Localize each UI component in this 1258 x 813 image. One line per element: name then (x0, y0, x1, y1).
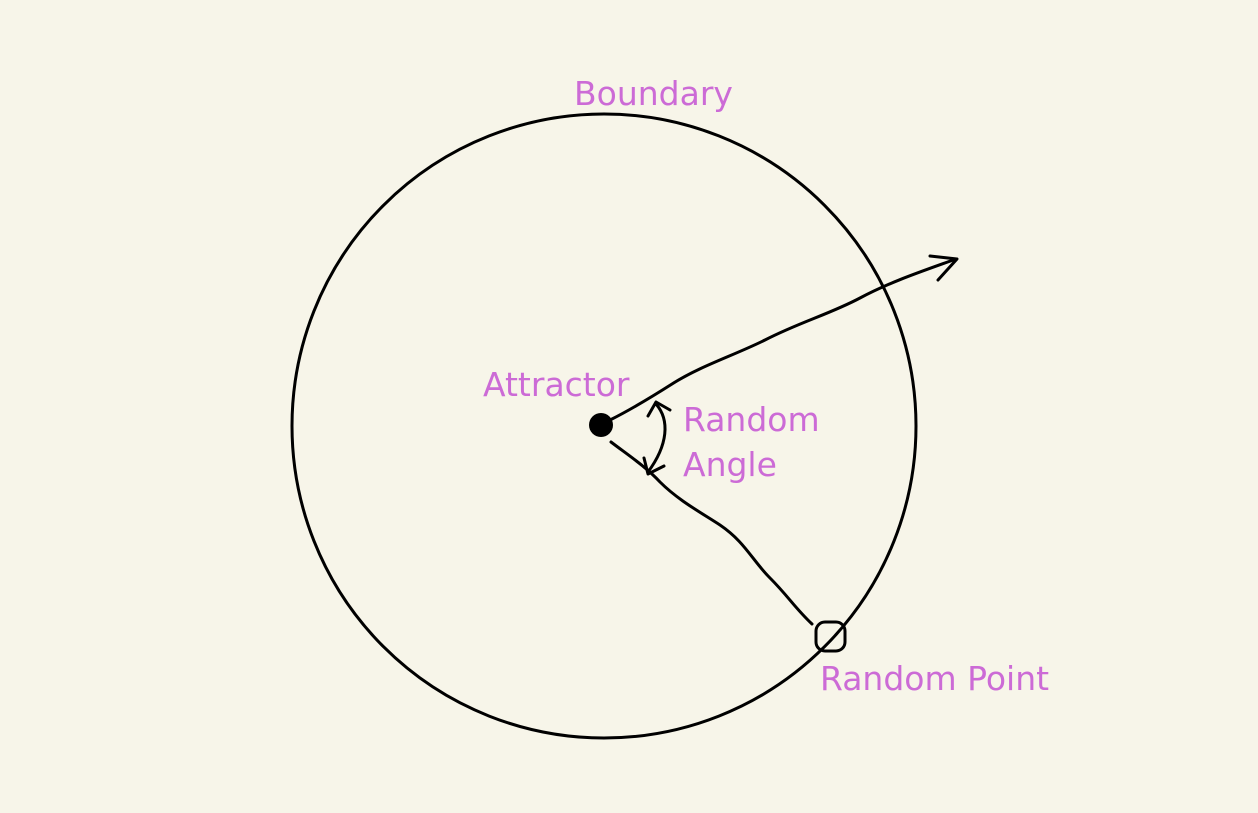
attractor-label: Attractor (483, 365, 630, 404)
random-point-marker (814, 620, 847, 653)
random-point-label: Random Point (820, 659, 1049, 698)
ray-arrowhead (928, 254, 959, 282)
random-angle-label-line1: Random (683, 400, 820, 439)
angle-arc-arrowhead-top (646, 400, 672, 418)
angle-arc-arrowhead-bottom (642, 456, 666, 476)
boundary-label: Boundary (574, 74, 733, 113)
random-angle-label-line2: Angle (683, 445, 777, 484)
boundary-circle (290, 112, 918, 740)
outward-ray (608, 257, 958, 422)
attractor-dot (589, 413, 613, 437)
angle-arc (646, 402, 667, 474)
